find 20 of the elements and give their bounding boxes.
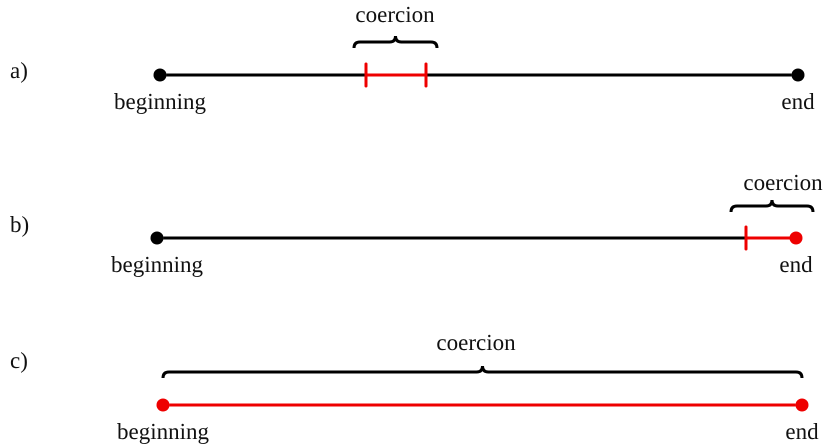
row-letter: a) [10, 58, 28, 84]
timeline-line [170, 404, 796, 406]
endpoint-label: end [785, 419, 819, 445]
endpoint-label: end [779, 252, 813, 278]
endpoint-dot [156, 398, 170, 412]
row-letter: c) [10, 348, 28, 374]
interval-label: coercion [436, 330, 516, 356]
interval-label: coercion [743, 170, 823, 196]
endpoint-label: end [781, 89, 815, 115]
endpoint-label: beginning [111, 252, 203, 278]
endpoint-dot [792, 68, 804, 82]
endpoint-label: beginning [114, 89, 206, 115]
endpoint-dot [790, 232, 802, 244]
endpoint-dot [150, 232, 164, 244]
endpoint-dot [154, 68, 166, 82]
interval-label: coercion [355, 2, 435, 28]
row-letter: b) [10, 212, 30, 238]
timeline-line [166, 74, 792, 76]
endpoint-dot [796, 398, 808, 412]
endpoint-label: beginning [117, 419, 209, 445]
